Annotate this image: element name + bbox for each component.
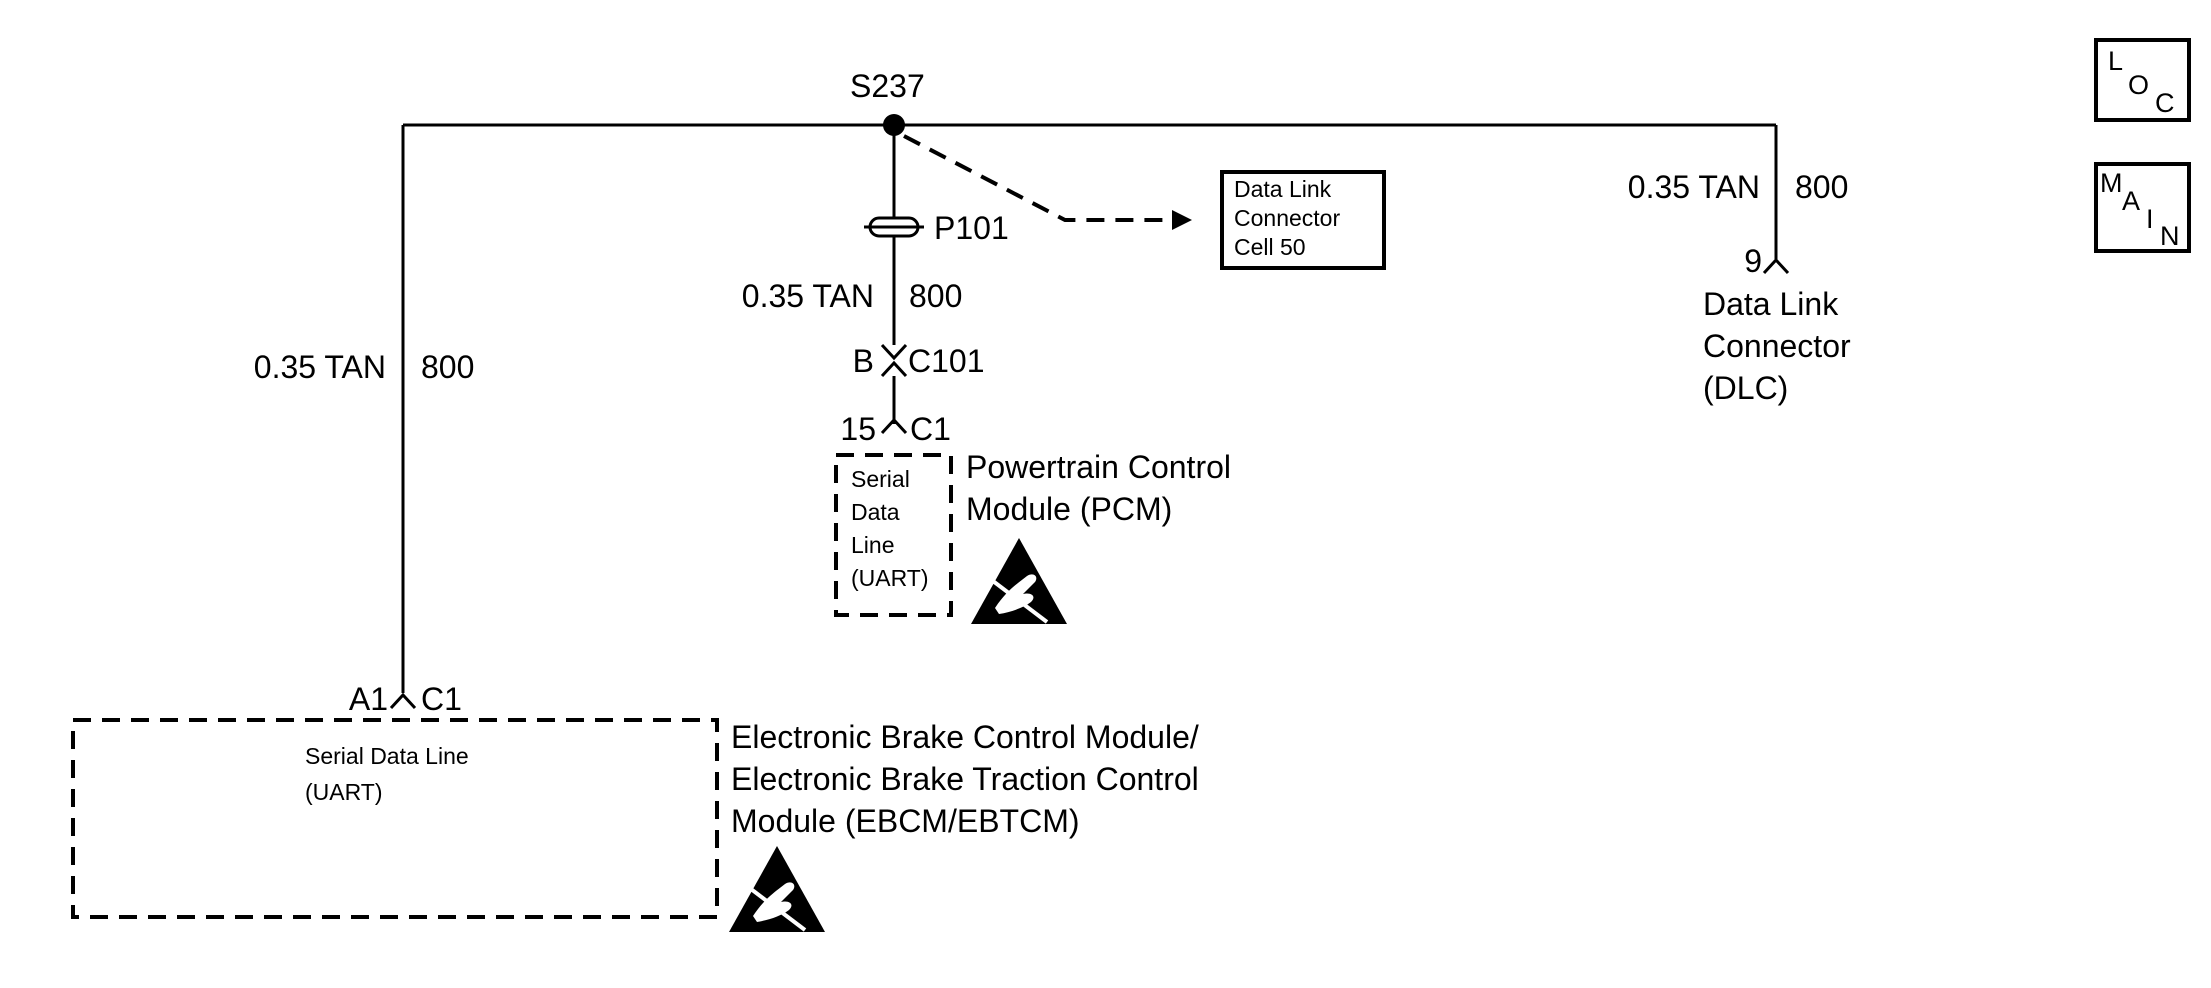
center-wire-gauge: 0.35 TAN [742, 278, 874, 314]
p101-connector-icon [864, 216, 924, 238]
left-wire-circuit: 800 [421, 349, 474, 385]
ebcm-inner-line1: Serial Data Line [305, 743, 469, 769]
pcm-inner-line4: (UART) [851, 565, 929, 591]
esd-warning-icon [727, 844, 827, 934]
dlc-pin: 9 [1744, 243, 1762, 279]
dlc-ref-line2: Connector [1234, 205, 1340, 231]
bus-wire [401, 123, 1778, 693]
pcm-pin: 15 [840, 411, 876, 447]
main-m: M [2100, 168, 2123, 198]
ebcm-title-line2: Electronic Brake Traction Control [731, 761, 1199, 797]
dlc-ref-line3: Cell 50 [1234, 234, 1306, 260]
pcm-inner-line1: Serial [851, 466, 910, 492]
ebcm-module-box[interactable]: Serial Data Line (UART) [71, 718, 719, 919]
c101-connector-icon [880, 343, 908, 378]
loc-o: O [2128, 70, 2149, 100]
ebcm-inner-line2: (UART) [305, 779, 383, 805]
left-wire-gauge: 0.35 TAN [254, 349, 386, 385]
reference-arrow [903, 134, 1192, 230]
c101-pin: B [853, 343, 874, 379]
esd-warning-icon [969, 536, 1069, 626]
ebcm-title-line1: Electronic Brake Control Module/ [731, 719, 1199, 755]
splice-s237[interactable] [883, 114, 905, 136]
ebcm-c1-connector-icon [389, 692, 417, 710]
dlc-reference-box[interactable]: Data Link Connector Cell 50 [1220, 170, 1386, 270]
p101-label: P101 [934, 210, 1009, 246]
loc-button[interactable]: L O C [2094, 38, 2191, 122]
dlc-line1: Data Link [1703, 286, 1839, 322]
ebcm-pin: A1 [349, 681, 388, 717]
ebcm-conn: C1 [421, 681, 462, 717]
main-button[interactable]: M A I N [2094, 162, 2191, 253]
right-wire-circuit: 800 [1795, 169, 1848, 205]
c101-label: C101 [908, 343, 985, 379]
main-n: N [2160, 221, 2180, 251]
dlc-ref-line1: Data Link [1234, 176, 1332, 202]
ebcm-title-line3: Module (EBCM/EBTCM) [731, 803, 1080, 839]
right-wire-gauge: 0.35 TAN [1628, 169, 1760, 205]
dlc-line3: (DLC) [1703, 370, 1788, 406]
pcm-title-line1: Powertrain Control [966, 449, 1231, 485]
loc-l: L [2108, 46, 2123, 76]
pcm-module-box[interactable]: Serial Data Line (UART) [834, 453, 953, 617]
pcm-inner-line2: Data [851, 499, 900, 525]
pcm-title-line2: Module (PCM) [966, 491, 1172, 527]
pcm-conn: C1 [910, 411, 951, 447]
loc-c: C [2155, 88, 2175, 118]
main-i: I [2146, 204, 2154, 234]
main-a: A [2122, 186, 2140, 216]
dlc-line2: Connector [1703, 328, 1851, 364]
splice-label: S237 [850, 68, 925, 104]
center-wire-circuit: 800 [909, 278, 962, 314]
dlc-connector-icon [1762, 257, 1790, 275]
pcm-inner-line3: Line [851, 532, 894, 558]
